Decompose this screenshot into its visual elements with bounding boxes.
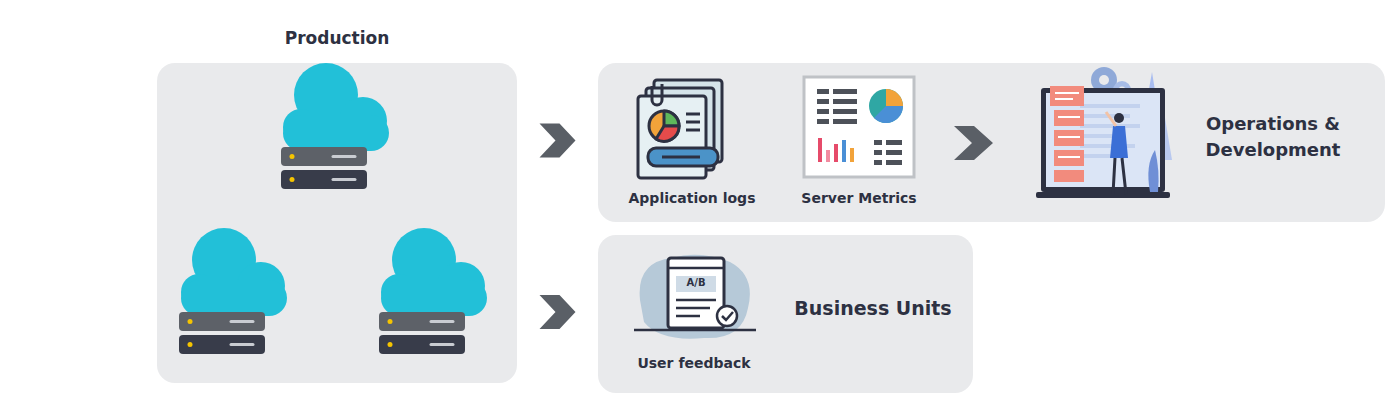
icon-label: A/B [686, 277, 705, 288]
icon-caption: User feedback [637, 355, 750, 371]
logs-icon [638, 80, 722, 178]
flow-chevron [517, 295, 598, 329]
flow-chevron [517, 124, 598, 158]
team-illustration [1036, 67, 1172, 198]
production-panel: Production [157, 63, 517, 383]
group-title: Business Units [778, 295, 968, 322]
icon-caption: Application logs [629, 190, 756, 206]
icon-caption: Server Metrics [801, 190, 916, 206]
group-title: Operations & Development [1173, 111, 1373, 161]
cloud-server [179, 63, 487, 354]
metrics-icon [804, 77, 914, 177]
panel-heading: Production [157, 27, 517, 51]
feedback-icon [634, 255, 756, 339]
flow-chevron [954, 126, 993, 160]
